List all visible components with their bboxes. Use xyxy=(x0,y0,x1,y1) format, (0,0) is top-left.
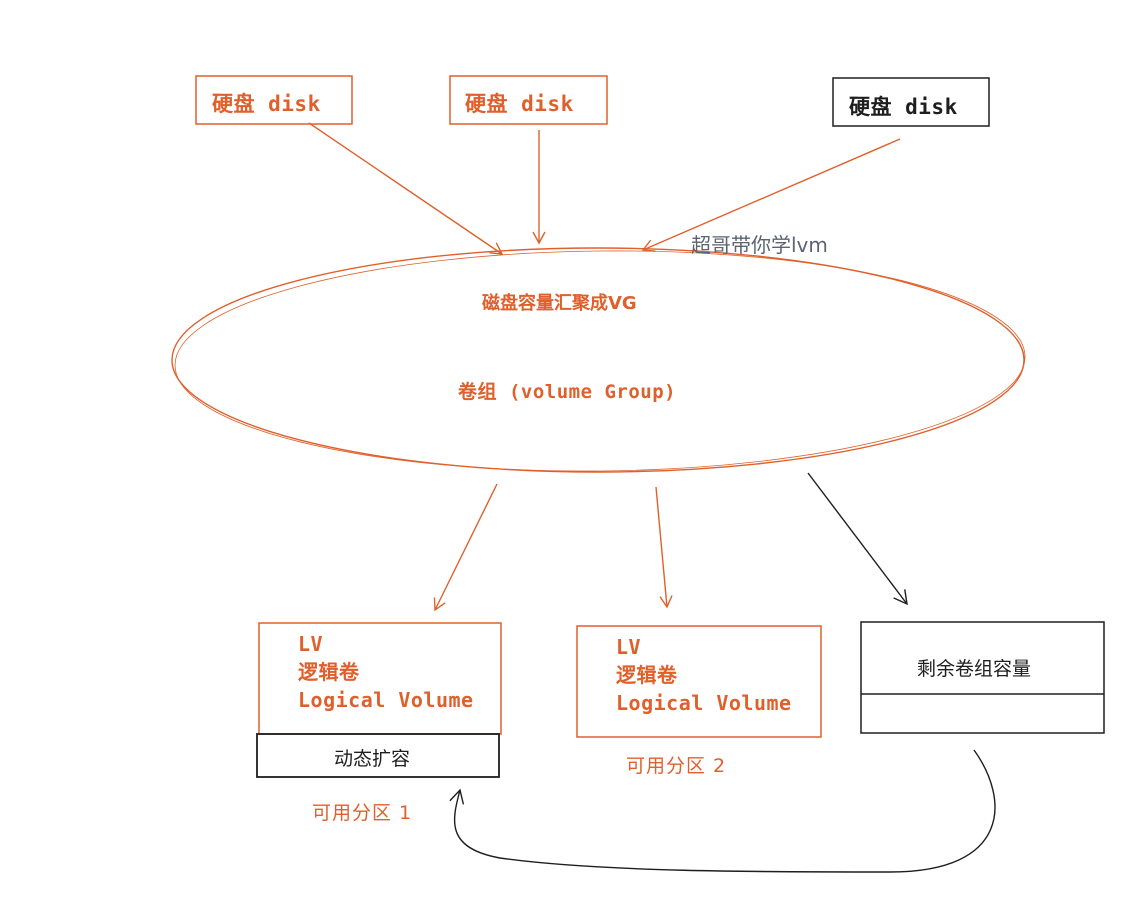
lv-box-2 xyxy=(576,625,822,738)
lv-label-1: LV 逻辑卷 Logical Volume xyxy=(298,630,474,714)
partition-caption-2: 可用分区 2 xyxy=(626,755,727,777)
lv-label-2: LV 逻辑卷 Logical Volume xyxy=(616,633,792,717)
disk1-to-vg-arrow xyxy=(308,122,504,255)
lv1-line-en: Logical Volume xyxy=(298,688,474,712)
dynamic-expand-box xyxy=(256,733,500,778)
lv1-line-cn: 逻辑卷 xyxy=(298,660,360,684)
lv2-line-en: Logical Volume xyxy=(616,691,792,715)
dynamic-expand-label: 动态扩容 xyxy=(334,748,411,770)
remaining-to-lv1-curve xyxy=(449,749,996,873)
remaining-capacity-label: 剩余卷组容量 xyxy=(917,658,1032,680)
watermark-text: 超哥带你学lvm xyxy=(691,233,828,257)
volume-group-ellipse xyxy=(171,247,1025,473)
disk-box-3 xyxy=(832,77,990,127)
lv2-line-cn: 逻辑卷 xyxy=(616,663,678,687)
partition-caption-1: 可用分区 1 xyxy=(312,802,413,824)
disk3-to-vg-arrow xyxy=(641,138,901,252)
disk-label-1: 硬盘 disk xyxy=(212,92,321,116)
disk-box-1 xyxy=(195,75,353,125)
volume-group-ellipse-sketch xyxy=(174,250,1026,472)
vg-to-remaining-arrow xyxy=(807,472,908,606)
lv2-line-abbr: LV xyxy=(616,635,642,659)
vg-to-lv1-arrow xyxy=(433,483,498,612)
vg-to-lv2-arrow xyxy=(655,486,673,609)
disk-label-3: 硬盘 disk xyxy=(849,95,958,119)
disk-box-2 xyxy=(449,75,608,125)
remaining-capacity-box xyxy=(860,621,1105,734)
lv1-line-abbr: LV xyxy=(298,632,324,656)
vg-title: 卷组 (volume Group) xyxy=(458,381,677,403)
vg-caption: 磁盘容量汇聚成VG xyxy=(482,293,637,314)
disk-label-2: 硬盘 disk xyxy=(465,92,574,116)
